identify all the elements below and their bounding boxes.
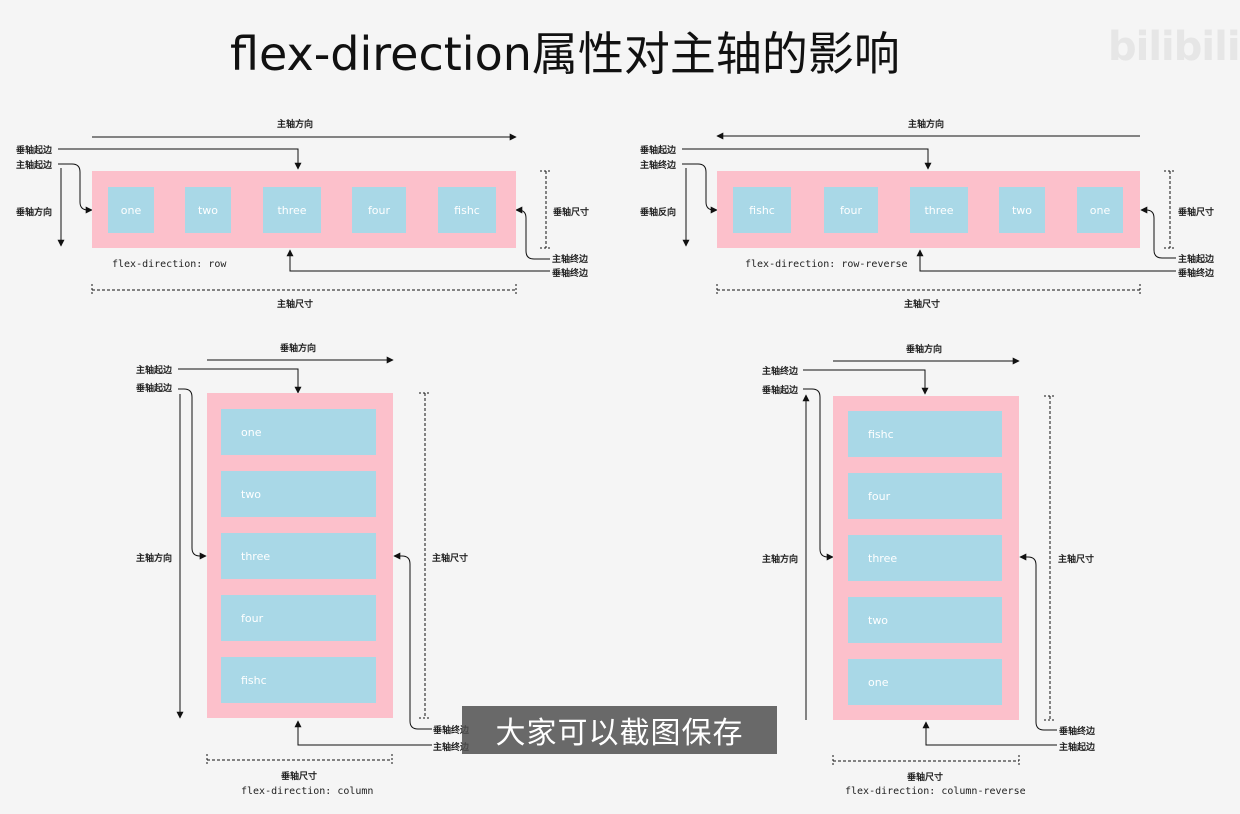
bilibili-logo: bilibili — [1108, 24, 1240, 70]
row-reverse-cross-end-label: 垂轴终边 — [1178, 269, 1215, 279]
column-reverse-main-start-label: 主轴起边 — [1059, 743, 1096, 753]
column-reverse-item-4: two — [848, 597, 1002, 643]
column-cross-start-arrow — [178, 388, 207, 560]
column-reverse-main-end-arrow — [803, 369, 929, 395]
column-reverse-main-start-arrow — [922, 721, 1057, 746]
column-cross-size-label: 垂轴尺寸 — [281, 772, 318, 782]
column-reverse-main-size-label: 主轴尺寸 — [1058, 555, 1095, 565]
row-cross-end-arrow — [515, 206, 550, 260]
column-main-end-label: 主轴终边 — [433, 743, 470, 753]
row-reverse-cross-start-label: 垂轴起边 — [640, 146, 677, 156]
row-cross-start-arrow — [58, 163, 93, 214]
row-item-4: four — [352, 187, 406, 233]
row-cross-size-label: 垂轴尺寸 — [553, 208, 590, 218]
row-item-2: two — [185, 187, 231, 233]
column-reverse-cross-end-label: 垂轴终边 — [1059, 727, 1096, 737]
column-item-5: fishc — [221, 657, 376, 703]
column-item-1: one — [221, 409, 376, 455]
column-item-2: two — [221, 471, 376, 517]
column-cross-direction-label: 垂轴方向 — [280, 344, 317, 354]
column-reverse-main-direction-label: 主轴方向 — [762, 555, 799, 565]
column-main-start-label: 主轴起边 — [136, 366, 173, 376]
row-reverse-main-direction-label: 主轴方向 — [908, 120, 945, 130]
row-main-end-label: 主轴终边 — [552, 255, 589, 265]
column-cross-end-label: 垂轴终边 — [433, 726, 470, 736]
column-item-3: three — [221, 533, 376, 579]
column-reverse-item-2: four — [848, 473, 1002, 519]
column-reverse-cross-start-label: 垂轴起边 — [762, 386, 799, 396]
column-caption: flex-direction: column — [241, 786, 374, 797]
column-reverse-cross-start-arrow — [803, 388, 834, 561]
video-subtitle: 大家可以截图保存 — [462, 706, 777, 754]
column-main-direction-label: 主轴方向 — [136, 554, 173, 564]
row-reverse-main-size-label: 主轴尺寸 — [904, 300, 941, 310]
column-reverse-main-end-label: 主轴终边 — [762, 367, 799, 377]
row-cross-start-label: 垂轴起边 — [16, 146, 53, 156]
row-reverse-item-4: two — [999, 187, 1045, 233]
row-item-5: fishc — [438, 187, 496, 233]
row-main-direction-label: 主轴方向 — [277, 120, 314, 130]
row-reverse-item-2: four — [824, 187, 878, 233]
row-reverse-main-start-label: 主轴起边 — [1178, 255, 1215, 265]
row-cross-end-label: 垂轴终边 — [552, 269, 589, 279]
row-reverse-main-end-label: 主轴终边 — [640, 161, 677, 171]
row-cross-direction-label: 垂轴方向 — [16, 208, 53, 218]
row-reverse-item-5: one — [1077, 187, 1123, 233]
column-reverse-cross-end-arrow — [1019, 553, 1057, 731]
column-main-start-arrow — [178, 368, 302, 394]
row-reverse-main-end-arrow — [682, 163, 718, 214]
column-main-size-label: 主轴尺寸 — [432, 554, 469, 564]
row-main-start-label: 主轴起边 — [16, 161, 53, 171]
row-reverse-item-3: three — [910, 187, 968, 233]
row-main-start-arrow — [58, 148, 302, 170]
row-reverse-item-1: fishc — [733, 187, 791, 233]
column-reverse-cross-size-label: 垂轴尺寸 — [907, 773, 944, 783]
row-reverse-main-start-arrow — [1140, 206, 1176, 259]
row-main-end-arrow — [286, 249, 550, 272]
row-reverse-cross-size-label: 垂轴尺寸 — [1178, 208, 1215, 218]
row-reverse-cross-end-arrow — [916, 249, 1176, 272]
column-main-end-arrow — [294, 720, 432, 746]
row-reverse-cross-start-arrow — [682, 148, 932, 170]
row-main-size-label: 主轴尺寸 — [277, 300, 314, 310]
row-reverse-caption: flex-direction: row-reverse — [745, 259, 908, 270]
row-item-3: three — [263, 187, 321, 233]
row-item-1: one — [108, 187, 154, 233]
column-cross-end-arrow — [393, 552, 432, 730]
column-reverse-item-5: one — [848, 659, 1002, 705]
column-reverse-caption: flex-direction: column-reverse — [845, 786, 1026, 797]
column-cross-start-label: 垂轴起边 — [136, 384, 173, 394]
row-caption: flex-direction: row — [112, 259, 227, 270]
column-reverse-item-3: three — [848, 535, 1002, 581]
column-reverse-item-1: fishc — [848, 411, 1002, 457]
column-item-4: four — [221, 595, 376, 641]
page-title: flex-direction属性对主轴的影响 — [230, 27, 900, 81]
row-reverse-cross-reverse-label: 垂轴反向 — [640, 208, 677, 218]
column-reverse-cross-direction-label: 垂轴方向 — [906, 345, 943, 355]
